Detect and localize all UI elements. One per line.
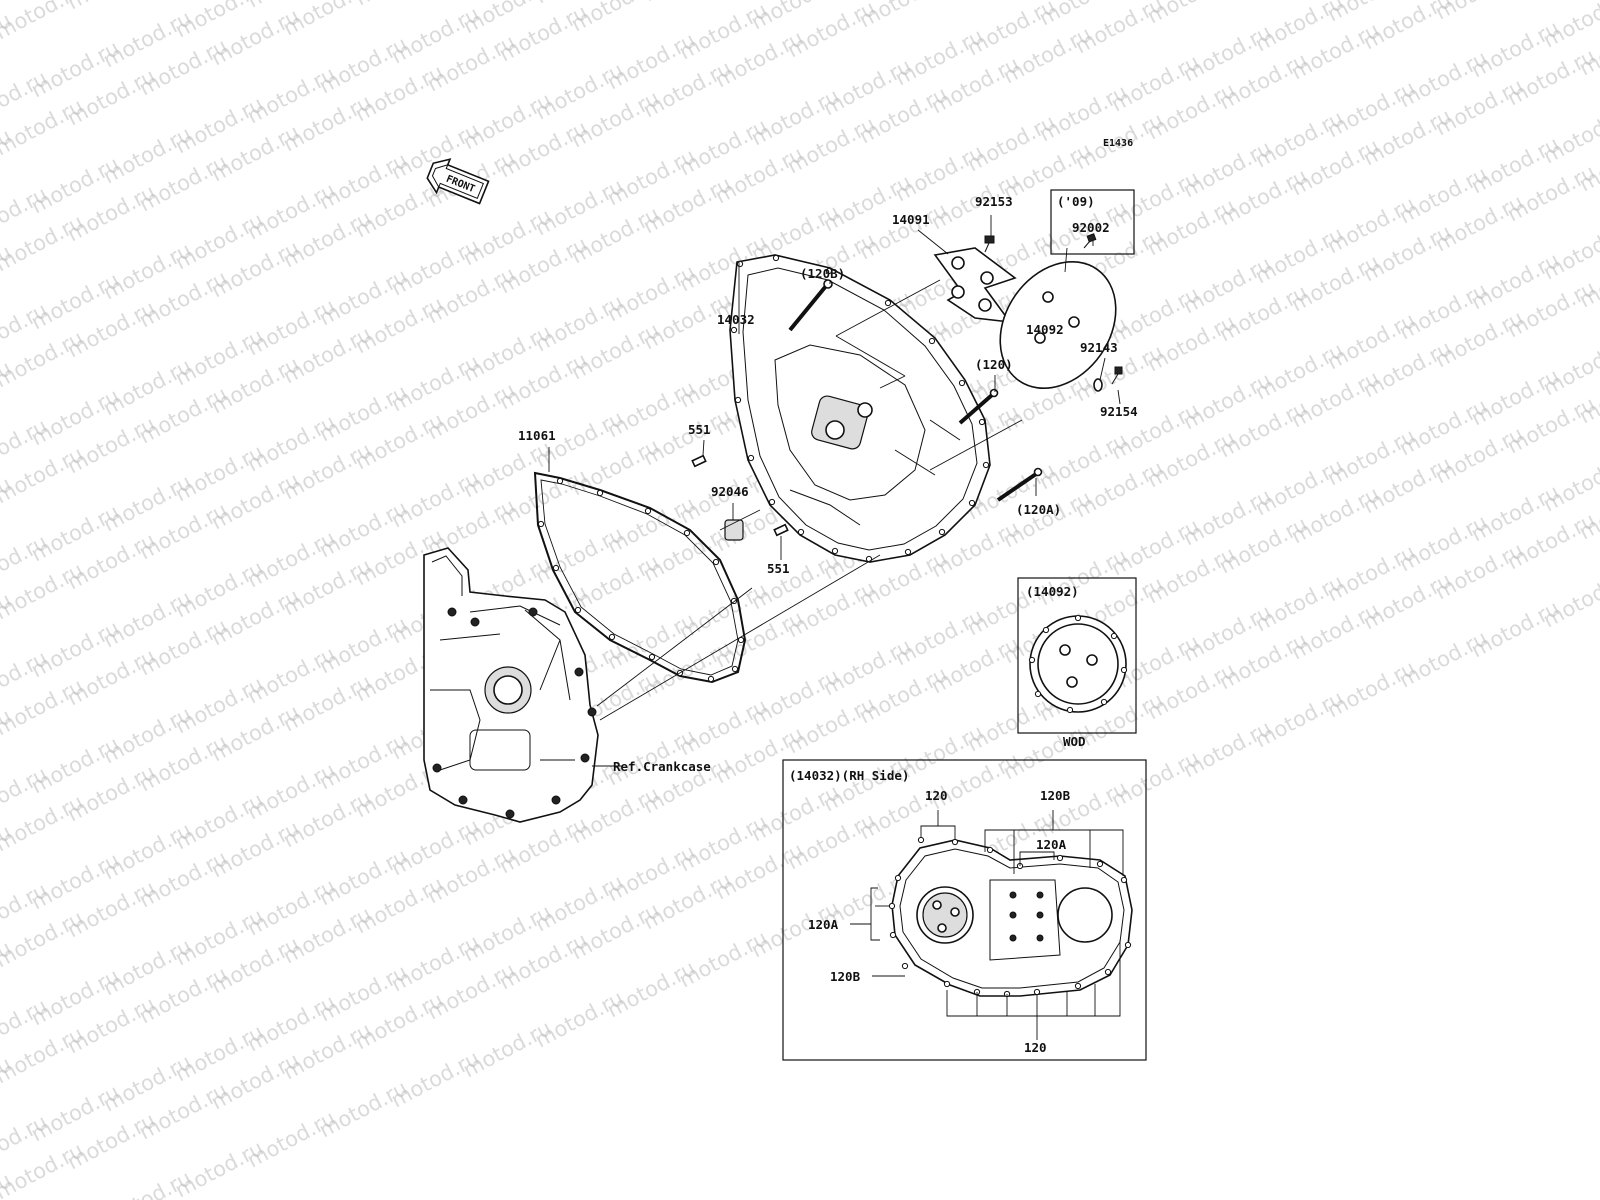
bolt-hole bbox=[938, 528, 946, 536]
bolt-hole bbox=[917, 836, 925, 844]
bolt-hole bbox=[712, 558, 720, 566]
bolt-hole bbox=[825, 267, 833, 275]
crankcase-drawing bbox=[423, 547, 599, 823]
label-92046: 92046 bbox=[711, 484, 749, 499]
diagram-code: E1436 bbox=[1103, 138, 1133, 149]
watermark-text: motod.ru bbox=[351, 0, 447, 10]
watermark-text: motod.ru bbox=[927, 0, 1023, 2]
bolt-hole bbox=[943, 980, 951, 988]
label-92143: 92143 bbox=[1080, 340, 1118, 355]
inset-14092: (14092) WOD bbox=[1017, 577, 1137, 749]
bolt-hole bbox=[648, 653, 656, 661]
bolt-hole bbox=[982, 461, 990, 469]
bolt-hole bbox=[1028, 656, 1036, 664]
bolt-hole bbox=[730, 326, 738, 334]
bolt-hole bbox=[1042, 626, 1050, 634]
label-ref-crankcase: Ref.Crankcase bbox=[613, 759, 711, 774]
bolt-hole bbox=[1124, 941, 1132, 949]
bolt-hole bbox=[768, 498, 776, 506]
inset-rh-label-120-top: 120 bbox=[925, 788, 948, 803]
bolt-hole bbox=[1074, 614, 1082, 622]
bolt-hole bbox=[958, 379, 966, 387]
bolt-hole bbox=[772, 254, 780, 262]
bolt-hole bbox=[986, 846, 994, 854]
bolt-hole bbox=[797, 528, 805, 536]
fasteners-drawing bbox=[691, 235, 1123, 541]
bolt-hole bbox=[889, 931, 897, 939]
bolt-hole bbox=[901, 962, 909, 970]
watermark-text: motod.ru bbox=[1143, 0, 1239, 28]
bolt-hole bbox=[1033, 988, 1041, 996]
watermark-text: motod.ru bbox=[1431, 0, 1527, 24]
bolt-hole bbox=[1120, 666, 1128, 674]
inset-09-label-92002: 92002 bbox=[1072, 220, 1110, 235]
bolt-hole bbox=[1096, 860, 1104, 868]
label-11061: 11061 bbox=[518, 428, 556, 443]
label-551-bottom: 551 bbox=[767, 561, 790, 576]
bolt-hole bbox=[683, 529, 691, 537]
bolt-hole bbox=[951, 838, 959, 846]
watermark-text: motod.ru bbox=[855, 0, 951, 32]
bolt-hole bbox=[608, 633, 616, 641]
bolt-hole bbox=[644, 507, 652, 515]
bolt-hole bbox=[888, 902, 896, 910]
part-labels: 92153 14091 (120B) 14032 14092 92143 (12… bbox=[518, 194, 1138, 774]
bolt-hole bbox=[1056, 854, 1064, 862]
bolt-hole bbox=[968, 499, 976, 507]
bolt-hole bbox=[537, 520, 545, 528]
inset-rh-label-120-bottom: 120 bbox=[1024, 1040, 1047, 1055]
bolt-hole bbox=[831, 547, 839, 555]
cover-14092-drawing bbox=[999, 261, 1117, 389]
bolt-hole bbox=[596, 489, 604, 497]
bolt-hole bbox=[928, 337, 936, 345]
inset-rh-side: (14032)(RH Side) bbox=[782, 759, 1147, 1061]
label-92154: 92154 bbox=[1100, 404, 1138, 419]
bolt-hole bbox=[731, 665, 739, 673]
inset-rh-label-120B-top: 120B bbox=[1040, 788, 1071, 803]
label-120A: (120A) bbox=[1016, 502, 1061, 517]
bolt-hole bbox=[556, 477, 564, 485]
bolt-hole bbox=[904, 548, 912, 556]
bolt-hole bbox=[1034, 690, 1042, 698]
bolt-hole bbox=[978, 418, 986, 426]
bolt-hole bbox=[1074, 982, 1082, 990]
label-120: (120) bbox=[975, 357, 1013, 372]
inset-rh-label-120A-top: 120A bbox=[1036, 837, 1067, 852]
label-92153: 92153 bbox=[975, 194, 1013, 209]
inset-rh-label-120B-left: 120B bbox=[830, 969, 861, 984]
bolt-hole bbox=[552, 564, 560, 572]
front-arrow-icon: FRONT bbox=[426, 158, 490, 205]
bolt-hole bbox=[894, 874, 902, 882]
bolt-hole bbox=[707, 675, 715, 683]
bolt-hole bbox=[1104, 968, 1112, 976]
watermark-text: motod.ru bbox=[63, 0, 159, 14]
bolt-hole bbox=[1066, 706, 1074, 714]
bolt-hole bbox=[884, 299, 892, 307]
label-551-top: 551 bbox=[688, 422, 711, 437]
bolt-hole bbox=[747, 454, 755, 462]
watermark-text: motod.ru bbox=[639, 0, 735, 6]
inset-14092-title: (14092) bbox=[1026, 584, 1079, 599]
inset-rh-label-120A-left: 120A bbox=[808, 917, 839, 932]
bolt-hole bbox=[1110, 632, 1118, 640]
watermark-text: motod.ru bbox=[1539, 0, 1600, 52]
label-14092: 14092 bbox=[1026, 322, 1064, 337]
inset-rh-title: (14032)(RH Side) bbox=[789, 768, 909, 783]
bolt-hole bbox=[1100, 698, 1108, 706]
inset-09-title: ('09) bbox=[1057, 194, 1095, 209]
cover-14032-drawing bbox=[729, 254, 991, 563]
gasket-11061-drawing bbox=[533, 471, 747, 684]
bolt-hole bbox=[736, 260, 744, 268]
inset-14092-caption: WOD bbox=[1063, 734, 1086, 749]
label-14032: 14032 bbox=[717, 312, 755, 327]
bolt-hole bbox=[1120, 876, 1128, 884]
label-120B: (120B) bbox=[800, 266, 845, 281]
bolt-hole bbox=[574, 606, 582, 614]
inset-09: ('09) 92002 bbox=[1050, 189, 1135, 255]
label-14091: 14091 bbox=[892, 212, 930, 227]
leader-lines bbox=[548, 215, 1121, 767]
bolt-hole bbox=[734, 396, 742, 404]
